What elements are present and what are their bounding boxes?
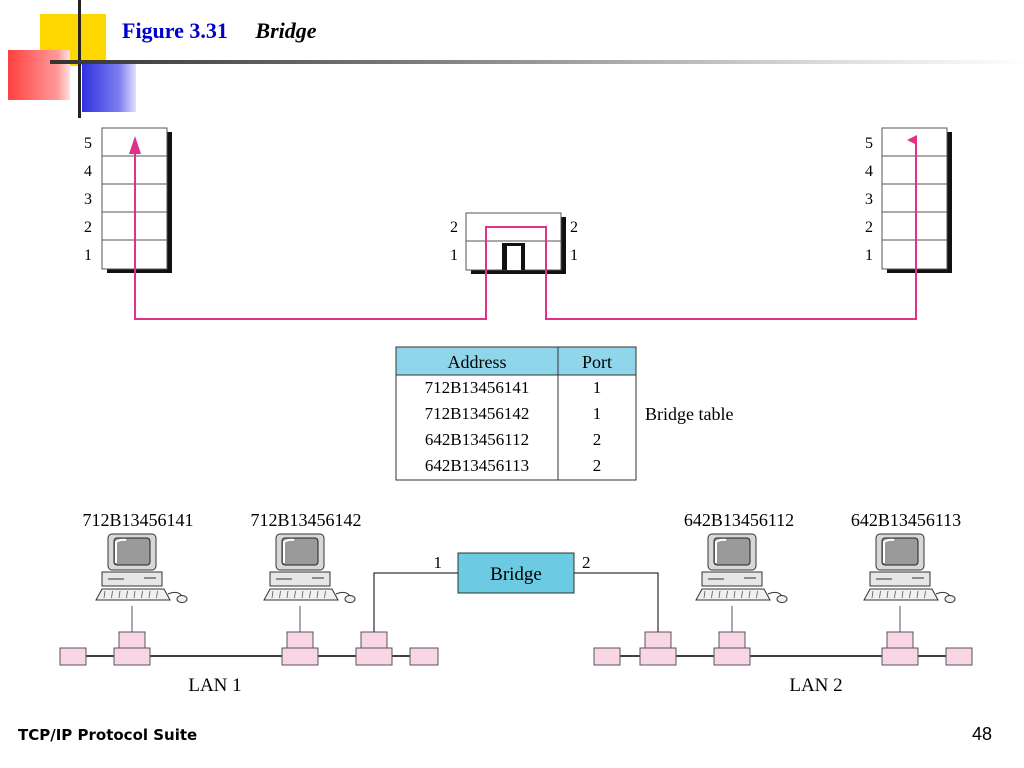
table-cell-address: 642B13456113 [425, 456, 529, 475]
computer-icon [695, 533, 788, 603]
computers [95, 533, 956, 603]
port-label-1: 1 [434, 553, 443, 572]
host-address-label: 642B13456112 [684, 510, 794, 530]
port-label-2: 2 [582, 553, 591, 572]
table-cell-port: 1 [593, 378, 602, 397]
slide-title: Figure 3.31 Bridge [122, 18, 317, 44]
left-layer-5: 5 [84, 135, 92, 152]
table-cell-port: 2 [593, 430, 602, 449]
table-header-address: Address [448, 352, 507, 372]
host-address-label: 642B13456113 [851, 510, 961, 530]
left-layer-2: 2 [84, 219, 92, 236]
computer-icon [863, 533, 956, 603]
bridge-port1-link [373, 572, 458, 632]
left-protocol-stack: 5 4 3 2 1 [84, 127, 172, 273]
right-layer-3: 3 [865, 191, 873, 208]
bridge-right-layer-1: 1 [570, 247, 578, 264]
left-layer-1: 1 [84, 247, 92, 264]
bridge-left-layer-1: 1 [450, 247, 458, 264]
corner-blue-square [82, 60, 136, 112]
bridge-table-caption: Bridge table [645, 404, 733, 424]
bridge-port2-link [574, 572, 659, 632]
right-protocol-stack: 5 4 3 2 1 [865, 127, 952, 273]
bridge-table: Address Port 712B13456141 1 712B13456142… [395, 346, 637, 481]
table-cell-address: 642B13456112 [425, 430, 529, 449]
bridge-protocol-stack: 2 1 2 1 [450, 212, 578, 274]
corner-vertical-line [78, 0, 81, 118]
lan1-label: LAN 1 [188, 675, 241, 696]
table-cell-address: 712B13456142 [425, 404, 530, 423]
lan1-connectors [59, 606, 439, 666]
bridge-right-layer-2: 2 [570, 219, 578, 236]
page-number: 48 [971, 724, 992, 744]
bridge-label: Bridge [490, 564, 542, 585]
bridge-device: Bridge [457, 552, 575, 594]
right-layer-2: 2 [865, 219, 873, 236]
figure-title: Bridge [255, 18, 317, 43]
host-address-label: 712B13456142 [250, 510, 361, 530]
table-header-port: Port [582, 352, 612, 372]
table-cell-port: 1 [593, 404, 602, 423]
title-underline [50, 60, 1024, 64]
table-cell-address: 712B13456141 [425, 378, 530, 397]
computer-icon [263, 533, 356, 603]
right-layer-1: 1 [865, 247, 873, 264]
lan2-connectors [593, 606, 973, 666]
left-up-arrow-icon [129, 136, 141, 154]
figure-label: Figure 3.31 [122, 18, 228, 43]
left-layer-4: 4 [84, 163, 92, 180]
table-cell-port: 2 [593, 456, 602, 475]
host-address-label: 712B13456141 [82, 510, 193, 530]
lan2-label: LAN 2 [789, 675, 842, 696]
right-layer-5: 5 [865, 135, 873, 152]
bridge-left-layer-2: 2 [450, 219, 458, 236]
corner-red-square [8, 50, 70, 100]
left-layer-3: 3 [84, 191, 92, 208]
footer-text: TCP/IP Protocol Suite [18, 726, 198, 744]
right-layer-4: 4 [865, 163, 873, 180]
computer-icon [95, 533, 188, 603]
data-path-line [134, 135, 917, 320]
